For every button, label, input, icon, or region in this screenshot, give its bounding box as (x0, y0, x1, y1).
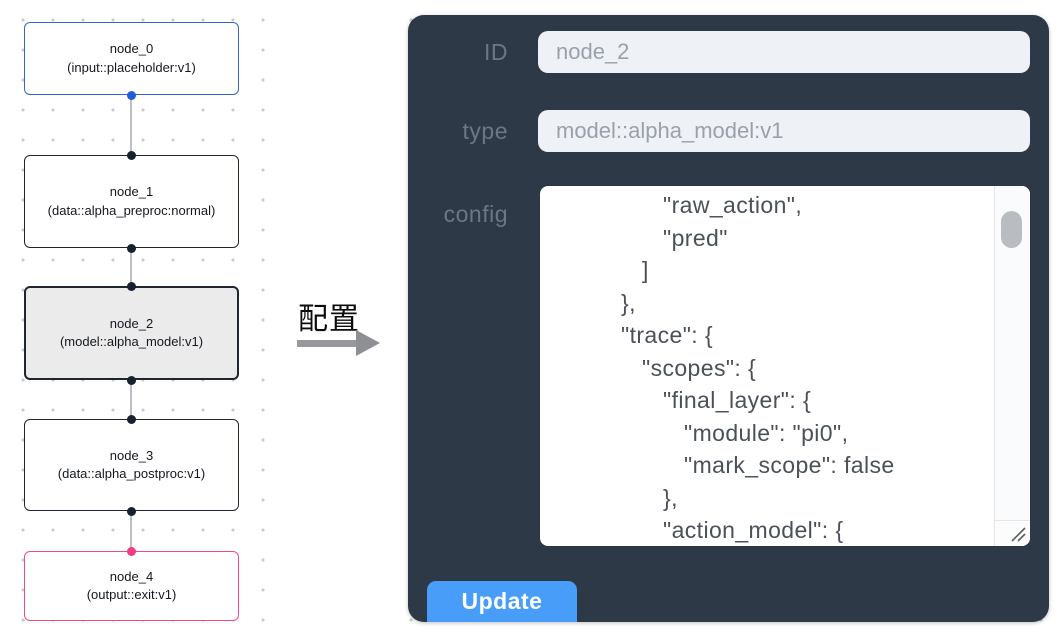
node-title: node_1 (109, 184, 154, 199)
id-field-label: ID (484, 39, 508, 65)
node-title: node_3 (109, 447, 154, 463)
port-source-node_3[interactable] (126, 506, 136, 516)
flow-node-node_2-selected[interactable]: node_2 (model::alpha_model:v1) (24, 286, 239, 380)
node-title: node_4 (109, 568, 154, 584)
node-title: node_0 (109, 41, 154, 56)
flow-node-node_1[interactable]: node_1 (data::alpha_preproc:normal) (24, 155, 239, 248)
port-target-node_3[interactable] (126, 414, 136, 424)
config-field-label: config (443, 201, 508, 227)
type-input[interactable] (538, 110, 1030, 152)
node-subtitle: (input::placeholder:v1) (67, 59, 196, 75)
config-scrollbar-track[interactable] (994, 186, 1030, 520)
flow-node-node_3[interactable]: node_3 (data::alpha_postproc:v1) (24, 419, 239, 511)
config-textarea[interactable]: "raw_action","pred"]},"trace": {"scopes"… (540, 186, 1030, 546)
node-subtitle: (data::alpha_postproc:v1) (57, 466, 206, 481)
node-title: node_2 (109, 315, 154, 331)
edge-node1-node2 (130, 248, 132, 286)
type-field-label: type (462, 118, 508, 144)
port-source-node_1[interactable] (126, 243, 136, 253)
flow-node-node_0[interactable]: node_0 (input::placeholder:v1) (24, 22, 239, 95)
id-input[interactable] (538, 31, 1030, 73)
node-config-panel: ID type config "raw_action","pred"]},"tr… (408, 15, 1049, 622)
configure-annotation: 配置 (298, 303, 360, 336)
right-arrow-icon (297, 330, 387, 356)
node-subtitle: (data::alpha_preproc:normal) (47, 202, 216, 218)
config-scrollbar-thumb[interactable] (1001, 211, 1022, 248)
port-source-node_2[interactable] (126, 375, 136, 385)
port-target-node_1[interactable] (126, 150, 136, 160)
node-subtitle: (model::alpha_model:v1) (59, 334, 204, 349)
edge-node3-node4 (130, 511, 132, 551)
config-code: "raw_action","pred"]},"trace": {"scopes"… (621, 192, 895, 543)
config-resize-handle[interactable] (994, 520, 1030, 546)
update-button[interactable]: Update (427, 581, 577, 622)
edge-node2-node3 (130, 380, 132, 419)
edge-node0-node1 (130, 95, 132, 155)
port-source-node_0[interactable] (126, 90, 136, 100)
port-target-node_2[interactable] (126, 281, 136, 291)
flow-node-node_4[interactable]: node_4 (output::exit:v1) (24, 551, 239, 621)
port-target-node_4[interactable] (126, 546, 136, 556)
node-subtitle: (output::exit:v1) (86, 587, 177, 602)
resize-grip-icon (1011, 527, 1026, 542)
